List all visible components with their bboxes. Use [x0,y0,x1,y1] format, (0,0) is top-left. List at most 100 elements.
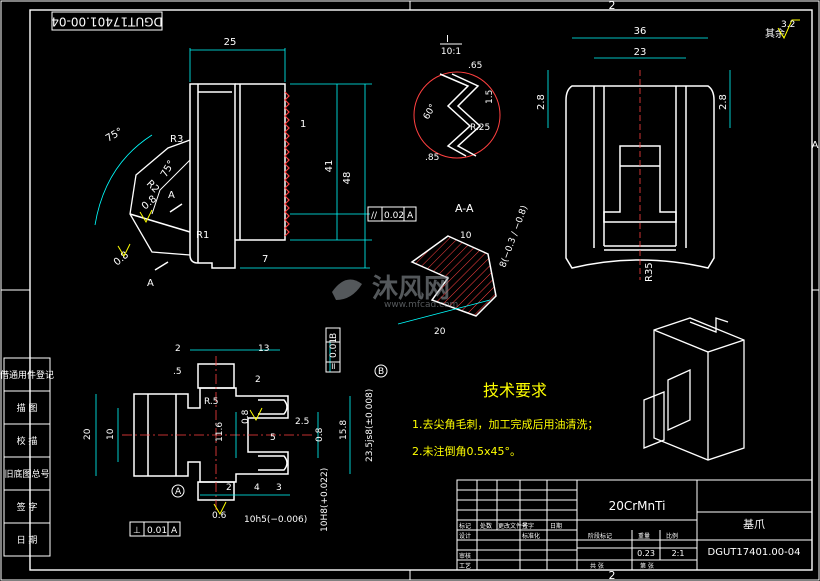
svg-text:A: A [171,526,178,536]
svg-text:第 张: 第 张 [640,562,654,570]
svg-text:工艺: 工艺 [459,562,471,570]
svg-text:.5: .5 [173,367,182,377]
svg-text:A: A [175,487,182,497]
dim-text: 7 [262,254,268,265]
svg-text:R.5: R.5 [204,397,219,407]
watermark-url: www.mfcad.com [384,300,458,310]
roughness-icon [117,243,131,258]
svg-text:2: 2 [226,483,232,493]
roughness-icon [777,19,800,40]
roughness-label: 其余 [765,27,785,40]
svg-text:标准化: 标准化 [522,532,540,540]
right-view-dims [547,37,731,280]
tech-req-item: 1.去尖角毛刺，加工完成后用油清洗； [412,417,599,431]
svg-text:10h5(−0.006): 10h5(−0.006) [244,515,307,525]
svg-text:0.8: 0.8 [315,427,325,442]
bottom-view [133,363,289,501]
svg-text:2.8: 2.8 [718,94,729,110]
svg-text:23.5js8(±0.008): 23.5js8(±0.008) [365,389,375,462]
svg-text:B: B [378,367,384,377]
svg-text:20: 20 [434,327,446,337]
svg-text:A: A [407,211,414,221]
strip-label: 校 描 [17,435,38,447]
svg-text:共 张: 共 张 [590,562,604,570]
svg-text:设计: 设计 [459,532,471,540]
dim-text: 41 [324,160,335,173]
weight: 0.23 [637,549,655,558]
svg-text:比例: 比例 [666,532,678,540]
svg-text:I: I [446,34,449,45]
zone-label-bottom: 2 [609,569,616,581]
roughness-icon [213,501,227,516]
svg-text:10:1: 10:1 [441,47,461,57]
serration [284,91,290,237]
roughness-value: 3.2 [781,20,795,30]
dim-text: R3 [170,134,183,145]
dim-text: 25 [224,37,237,48]
dim-text: 75° [104,126,125,144]
zone-label-top: 2 [609,0,616,12]
svg-text:2.8: 2.8 [536,94,547,110]
roughness-symbol: 其余 3.2 [765,19,800,40]
svg-text:4: 4 [254,483,260,493]
svg-text:阶段标记: 阶段标记 [588,532,612,540]
strip-label: 借通用件登记 [0,369,54,381]
roughness-icon [249,407,263,422]
watermark-brand: 沐风网 [372,274,450,304]
drawing-number: DGUT17401.00-04 [708,547,801,558]
side-strip [3,357,51,557]
svg-text:2: 2 [175,344,181,354]
bottom-view-dims [95,342,351,496]
strip-label: 描 图 [17,402,38,414]
main-view [129,83,286,269]
part-name: 基爪 [743,518,765,531]
svg-text:签字: 签字 [522,522,534,530]
svg-text:0.01: 0.01 [147,526,167,536]
svg-text://: // [371,211,378,221]
rotated-number-box: DGUT17401.00-04 [51,11,163,31]
material: 20CrMnTi [609,499,666,513]
watermark: 沐风网 www.mfcad.com [332,274,458,310]
section-title: A-A [455,202,474,215]
svg-text:处数: 处数 [480,522,492,530]
dim-text: 1 [300,119,306,130]
svg-text:R35: R35 [644,262,655,282]
main-view-dim-lines [94,48,372,269]
svg-text:8(−0.3 / −0.8): 8(−0.3 / −0.8) [498,204,530,269]
svg-text:3: 3 [276,483,282,493]
svg-text:R.25: R.25 [470,123,490,133]
svg-text:13: 13 [258,344,269,354]
zone-label-right: A [812,140,819,151]
svg-text:标记: 标记 [459,522,471,530]
section-mark: A [147,278,154,289]
svg-text:36: 36 [634,26,647,37]
section-view [410,235,497,317]
svg-text:23: 23 [634,47,647,58]
svg-text:60°: 60° [422,103,439,122]
svg-text:20: 20 [83,428,93,440]
svg-text:10H8(+0.022): 10H8(+0.022) [320,468,330,532]
svg-text:日期: 日期 [550,522,562,530]
svg-text:审核: 审核 [459,552,471,560]
dim-text: 0.8 [140,194,159,213]
section-mark: A [168,190,175,201]
bottom-view-centerlines [122,356,312,510]
svg-text:10: 10 [106,428,116,440]
svg-text:.65: .65 [468,61,482,71]
svg-text:0.6: 0.6 [212,511,227,521]
detail-view: I 10:1 .65 60° 1.5 R.25 .85 [413,34,501,163]
svg-text:.85: .85 [425,153,439,163]
strip-label: 签 字 [17,501,38,513]
dim-text: 48 [342,172,353,185]
svg-text:⊥: ⊥ [133,526,141,536]
parallelism-tolerance: // 0.02 A [367,206,417,222]
isometric-view [643,317,745,461]
svg-text:0.02: 0.02 [384,211,404,221]
scale: 2:1 [672,549,685,558]
svg-text:5: 5 [270,433,276,443]
svg-text:更改文件号: 更改文件号 [498,522,528,530]
svg-text:11.6: 11.6 [215,422,225,442]
svg-text:0.01: 0.01 [329,338,339,358]
svg-text:1.5: 1.5 [485,90,495,104]
